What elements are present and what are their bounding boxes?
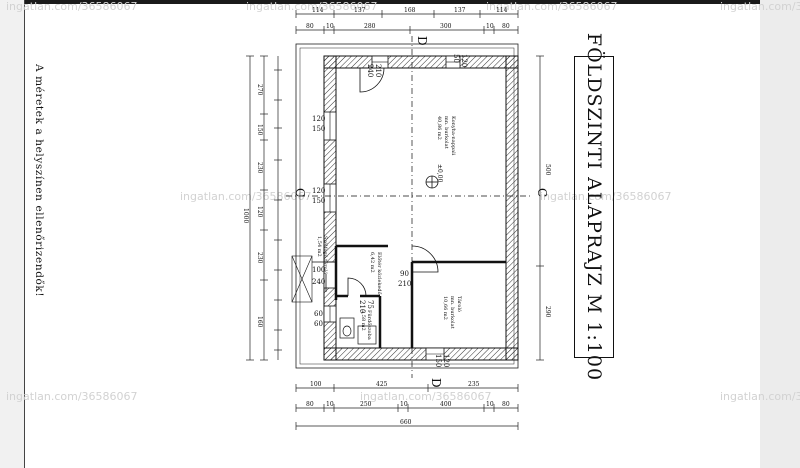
dim-label: 80 xyxy=(306,401,314,408)
elevation-marker xyxy=(425,175,439,189)
section-label-bottom: D xyxy=(429,378,443,388)
window-openings xyxy=(323,55,461,361)
top-dimensions xyxy=(295,10,519,34)
room-main-area: 40,86 m2 xyxy=(436,116,442,140)
section-label-left: C xyxy=(293,188,307,197)
opening-height: 210 xyxy=(374,64,382,77)
dim-label: 137 xyxy=(354,7,366,14)
watermark: ingatlan.com/36586067 xyxy=(6,0,138,13)
watermark: ingatlan.com/36586067 xyxy=(540,190,672,203)
dim-label: 150 xyxy=(256,124,263,136)
watermark: ingatlan.com/36586067 xyxy=(360,390,492,403)
dim-label: 500 xyxy=(544,164,551,176)
opening-width: 50 xyxy=(452,54,460,63)
dim-label: 230 xyxy=(256,162,263,174)
room-hall-area: 6,42 m2 xyxy=(369,252,375,273)
entry-step xyxy=(291,255,313,303)
dim-label: 100 xyxy=(310,381,322,388)
opening-height: 150 xyxy=(312,197,325,205)
opening-width: 75 xyxy=(366,300,374,309)
opening-width: 240 xyxy=(366,64,374,77)
opening-height: 210 xyxy=(398,280,411,288)
watermark: ingatlan.com/36586067 xyxy=(720,0,800,13)
dim-label: 10 xyxy=(486,401,494,408)
right-margin xyxy=(760,0,800,468)
dim-label: 400 xyxy=(440,401,452,408)
bottom-dimensions xyxy=(295,384,519,430)
wc-fixtures xyxy=(339,317,377,345)
dim-label: 137 xyxy=(454,7,466,14)
dim-label: 80 xyxy=(306,23,314,30)
dim-label: 114 xyxy=(496,7,508,14)
opening-width: 100 xyxy=(312,266,325,274)
room-bed-name: Tároló xyxy=(456,296,463,312)
watermark: ingatlan.com/36586067 xyxy=(720,390,800,403)
dim-label: 290 xyxy=(544,306,551,318)
dim-label: 10 xyxy=(400,401,408,408)
elevation-label: ±0,00 xyxy=(436,164,443,183)
room-wc-name: Fürdőszoba xyxy=(366,310,373,340)
dim-label: 168 xyxy=(404,7,416,14)
dim-label: 80 xyxy=(502,23,510,30)
dim-label: 10 xyxy=(326,23,334,30)
dim-label: 300 xyxy=(440,23,452,30)
dim-label: 250 xyxy=(360,401,372,408)
opening-height: 60 xyxy=(314,320,323,328)
opening-height: 120 xyxy=(460,54,468,67)
opening-width: 120 xyxy=(312,115,325,123)
dim-label: 80 xyxy=(502,401,510,408)
dim-label: 1000 xyxy=(242,208,249,223)
plan-title-box: FÖLDSZINTI ALAPRAJZ M 1:100 xyxy=(574,33,614,381)
section-label-top: D xyxy=(415,36,429,46)
dim-label: 230 xyxy=(256,252,263,264)
dim-label: 660 xyxy=(400,419,412,426)
right-dimensions xyxy=(536,55,544,361)
left-dimensions xyxy=(246,55,282,361)
dim-label: 160 xyxy=(256,316,263,328)
room-closet-name: Szélfogó tároló xyxy=(322,236,329,274)
watermark: ingatlan.com/36586067 xyxy=(6,390,138,403)
dim-label: 270 xyxy=(256,84,263,96)
dim-label: 425 xyxy=(376,381,388,388)
room-wc-area: 2,58 m2 xyxy=(360,310,366,331)
room-hall-name: Előtér közlekedő xyxy=(376,252,383,295)
opening-width: 60 xyxy=(314,310,323,318)
opening-height: 150 xyxy=(312,125,325,133)
opening-height: 240 xyxy=(312,278,325,286)
dim-label: 114 xyxy=(312,7,324,14)
room-main-name: Konyha-nappali xyxy=(450,116,456,156)
section-label-right: C xyxy=(535,188,549,197)
room-bed-area: 10,66 m2 xyxy=(442,296,448,320)
dim-label: 235 xyxy=(468,381,480,388)
watermark: ingatlan.com/36586067 xyxy=(246,0,378,13)
opening-width: 90 xyxy=(400,270,409,278)
opening-height: 150 xyxy=(434,354,442,367)
exterior-walls xyxy=(323,55,519,361)
opening-width: 120 xyxy=(442,354,450,367)
room-main-floor: mn. burkolat xyxy=(443,116,449,149)
dim-label: 120 xyxy=(256,206,263,218)
dim-label: 10 xyxy=(326,401,334,408)
watermark: ingatlan.com/36586067 xyxy=(486,0,618,13)
dim-label: 280 xyxy=(364,23,376,30)
section-lines xyxy=(286,36,532,378)
window-glass xyxy=(329,61,460,355)
top-edge xyxy=(0,0,800,4)
door-swings xyxy=(312,67,439,297)
room-closet-area: 1,54 m2 xyxy=(316,236,322,257)
left-margin xyxy=(0,0,25,468)
opening-width: 120 xyxy=(312,187,325,195)
opening-height: 210 xyxy=(358,300,366,313)
room-bed-floor: mn. burkolat xyxy=(449,296,455,329)
dim-label: 10 xyxy=(486,23,494,30)
